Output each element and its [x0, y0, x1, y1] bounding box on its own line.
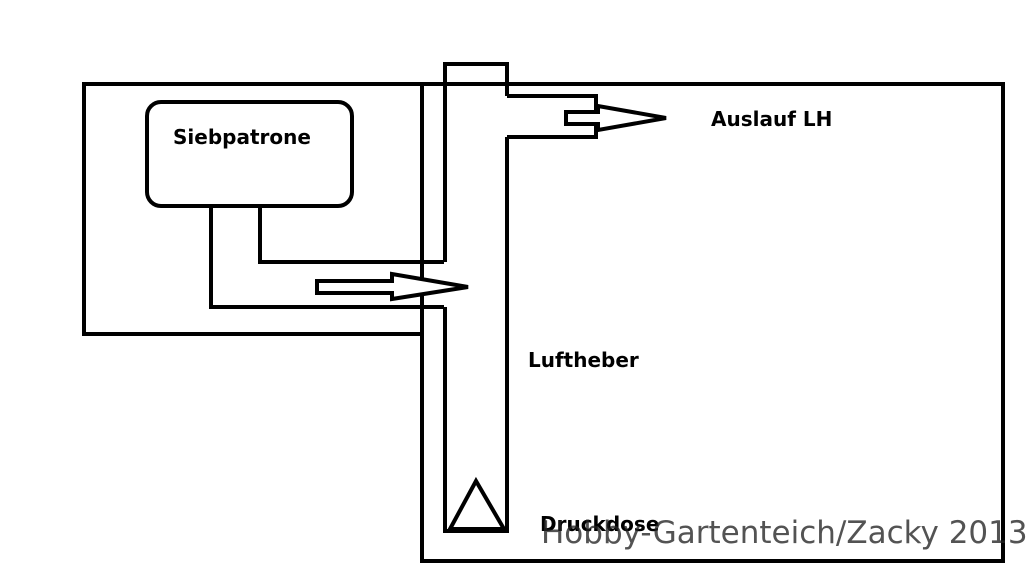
luftheber-label: Luftheber [528, 348, 639, 372]
cartridge-pipe-outer [209, 206, 444, 309]
airlift-pipe-left-upper [443, 62, 509, 262]
pressure-nozzle-triangle [446, 476, 508, 531]
siebpatrone-label: Siebpatrone [173, 125, 311, 149]
airlift-pipe-left-lower [443, 137, 509, 533]
watermark-text: Hobby-Gartenteich/Zacky 2013 [541, 515, 1028, 551]
filter-chamber [82, 82, 422, 336]
auslauf-label: Auslauf LH [711, 107, 832, 131]
cartridge-pipe-inner [258, 206, 444, 264]
filter-cartridge [145, 100, 354, 208]
flow-arrow-into-airlift [315, 271, 469, 302]
druckdose-label: Druckdose [540, 512, 659, 536]
flow-arrow-outlet [564, 103, 667, 133]
pond-tank [420, 82, 1005, 563]
